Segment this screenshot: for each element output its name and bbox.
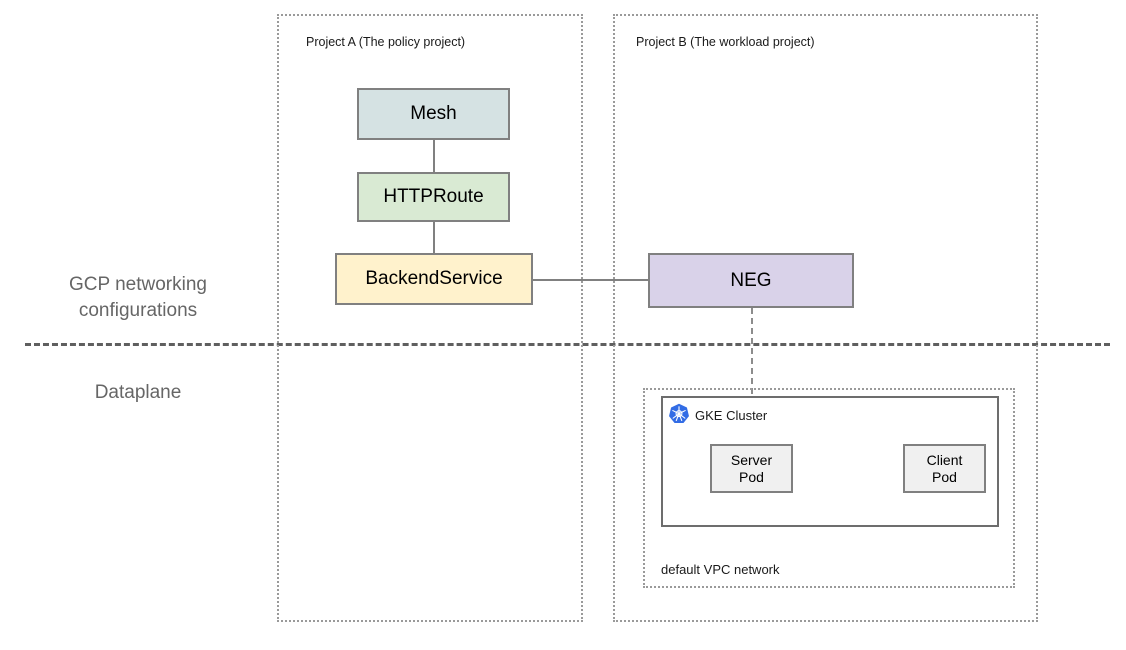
project-b-container xyxy=(613,14,1038,622)
layer-label-dataplane: Dataplane xyxy=(18,380,258,406)
node-httproute[interactable]: HTTPRoute xyxy=(357,172,510,222)
node-neg-label: NEG xyxy=(730,269,772,291)
node-mesh-label: Mesh xyxy=(410,103,457,125)
layer-divider xyxy=(25,343,1110,346)
layer-label-dataplane-line1: Dataplane xyxy=(94,382,182,403)
pod-server[interactable]: Server Pod xyxy=(710,444,793,493)
default-vpc-label: default VPC network xyxy=(661,562,780,577)
layer-label-gcp-networking: GCP networking configurations xyxy=(18,272,258,323)
default-vpc-container xyxy=(643,388,1015,588)
node-backendservice-label: BackendService xyxy=(365,268,503,290)
node-backendservice[interactable]: BackendService xyxy=(335,253,533,305)
pod-client-label-line1: Client xyxy=(926,452,963,469)
kubernetes-icon xyxy=(668,403,690,425)
project-a-container xyxy=(277,14,583,622)
edge-backendservice-to-neg xyxy=(533,279,648,281)
edge-neg-to-server-pod xyxy=(751,308,753,444)
gke-cluster-label: GKE Cluster xyxy=(695,408,768,423)
layer-label-gcp-networking-line2: configurations xyxy=(78,299,198,321)
project-a-label: Project A (The policy project) xyxy=(306,35,466,49)
node-mesh[interactable]: Mesh xyxy=(357,88,510,140)
edge-httproute-to-backendservice xyxy=(433,222,435,253)
node-httproute-label: HTTPRoute xyxy=(383,186,484,208)
pod-server-label-line2: Pod xyxy=(739,468,764,485)
node-neg[interactable]: NEG xyxy=(648,253,854,308)
edge-mesh-to-httproute xyxy=(433,140,435,172)
pod-server-label-line1: Server xyxy=(730,452,773,469)
layer-label-gcp-networking-line1: GCP networking xyxy=(69,274,207,295)
pod-client-label-line2: Pod xyxy=(932,468,957,485)
project-b-label: Project B (The workload project) xyxy=(636,35,815,49)
pod-client[interactable]: Client Pod xyxy=(903,444,986,493)
